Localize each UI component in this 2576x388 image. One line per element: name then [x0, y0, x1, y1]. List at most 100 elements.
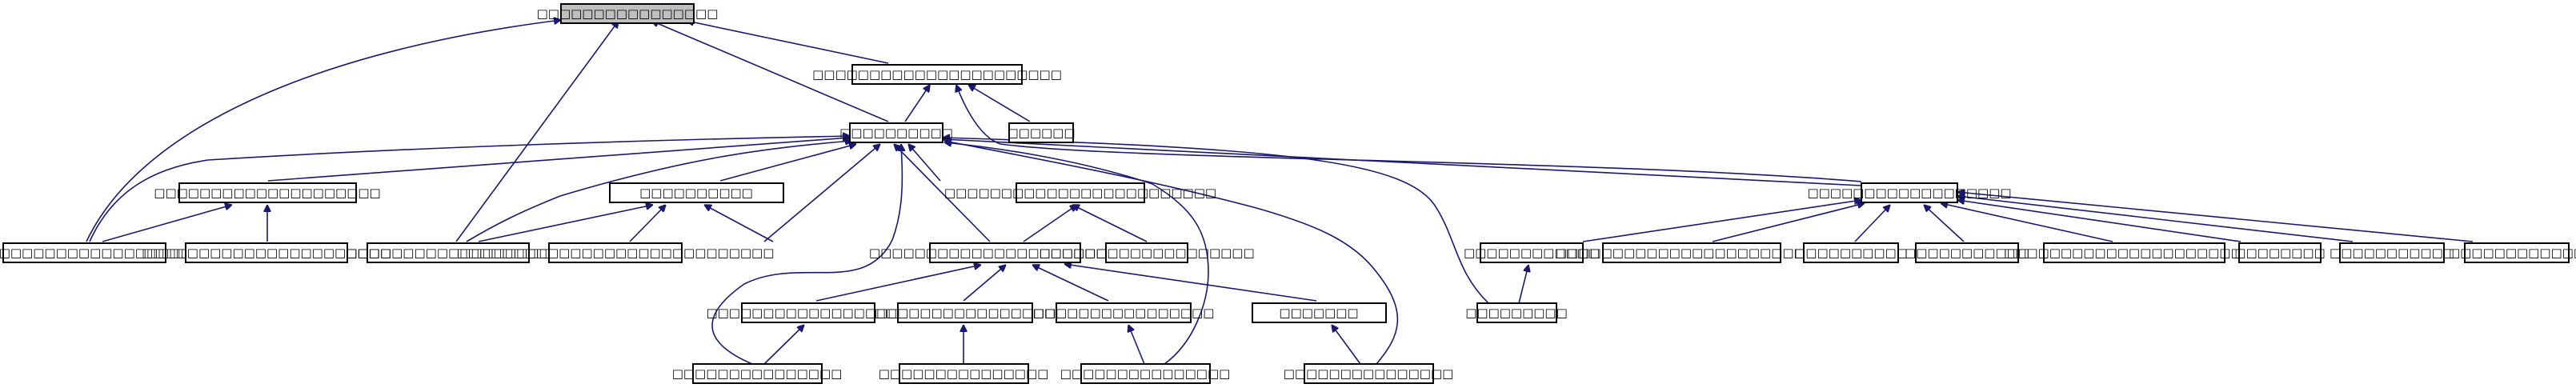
node-label: □□□□□□□□□□□□□□□□□□: [706, 306, 910, 320]
node[interactable]: □□□□□□□□□□□□□□□□□□□□□□: [812, 64, 1062, 85]
edge-n4-n2: [89, 136, 850, 242]
node[interactable]: □□□□□□□□□□□□□□□□□□□□□□□□□□□□: [457, 242, 775, 263]
edge-n11-n2: [943, 139, 1862, 186]
node[interactable]: □□□□□□□□□□□□□□□□□□□□□□: [142, 242, 391, 263]
node[interactable]: □□□□□□□□□□□□□□□□□□□□□□□□: [312, 242, 584, 263]
edge-n28-n24: [763, 325, 804, 365]
node[interactable]: □□□□□□□□□□□: [2330, 242, 2454, 263]
node-label: □□□□□□□□□□□□□□□: [1060, 366, 1231, 381]
nodes-layer: □□□□□□□□□□□□□□□□ □□□□□□□□□□□□□□□□□□□□□□ …: [0, 3, 2576, 384]
edge-n13-n9: [1072, 205, 1148, 242]
edge-n14-n2: [943, 138, 1489, 304]
node-label: □□□□□□□□□□□□□□□□: [537, 6, 719, 21]
edge-n14-n15: [1518, 265, 1528, 304]
edge-n9-n7: [704, 205, 774, 242]
node[interactable]: □□□□□□□□□□□□□□□: [1060, 363, 1231, 384]
node[interactable]: □□□□□□□□□□□□□□□: [879, 363, 1049, 384]
edge-n20-n11: [1957, 200, 2241, 242]
node-label: □□□□□□□□□□□□□□□□: [875, 306, 1056, 320]
node-root[interactable]: □□□□□□□□□□□□□□□□: [537, 3, 719, 24]
edge-n31-n27: [1332, 325, 1361, 365]
node[interactable]: □□□□□□: [1007, 122, 1076, 143]
node-label: □□□□□□□□□□□□: [2449, 246, 2576, 260]
edge-n30-n2: [944, 142, 1209, 365]
node-label: □□□□□□□□□□□□□□□: [879, 366, 1049, 381]
node[interactable]: □□□□□□□□□□□□□□□□: [1033, 302, 1215, 323]
node[interactable]: □□□□□□□□□□□□□□□: [1284, 363, 1454, 384]
node[interactable]: □□□□□□□□□□□□□□□□□□□□□□□: [2004, 242, 2265, 263]
edges-layer: [86, 20, 2474, 365]
node-label: □□□□□□□□□□□□□□□□□□□□□□□□: [869, 246, 1141, 260]
node-label: □□□□□□□□□□□□□□□□□□□□□□□□: [1556, 246, 1828, 260]
edge-n6-n0: [455, 21, 619, 242]
edge-n25-n10: [963, 265, 1006, 302]
node[interactable]: □□□□□□□□□□□□: [2449, 242, 2576, 263]
edge-n10-n9: [1023, 205, 1077, 242]
node-label: □□□□□□□□□□□□□□□□□□□□□□□□□□□□: [457, 246, 775, 260]
node-label: □□□□□□□□: [2234, 246, 2325, 260]
edge-n8-n7: [629, 205, 666, 242]
node-label: □□□□□□□□□□□□: [1464, 246, 1600, 260]
edge-n9-n2: [908, 144, 941, 182]
edge-n17-n11: [1854, 205, 1890, 242]
node-label: □□□□□□□□□□□□□□□: [672, 366, 843, 381]
node[interactable]: □□□□□□□□□: [1465, 302, 1568, 323]
node-label: □□□□□□□□□□: [639, 186, 753, 200]
edge-n4-n5: [102, 205, 232, 242]
edge-n21-n11: [1957, 196, 2354, 242]
node-label: □□□□□□□□□□: [839, 126, 953, 140]
edge-n27-n10: [1064, 264, 1317, 302]
node-label: □□□□□□: [1007, 126, 1075, 140]
edge-n15-n11: [1582, 200, 1861, 242]
node[interactable]: □□□□□□□□□□□□□□□□: [875, 302, 1056, 323]
edge-n22-n11: [1957, 192, 2474, 242]
edge-n8-n2: [763, 144, 880, 242]
node-label: □□□□□□□: [1279, 306, 1358, 320]
edge-n6-n2: [466, 141, 852, 242]
node-label: □□□□□□□□□□□□□□□: [1284, 366, 1454, 381]
node-label: □□□□□□□□□□□□□□□□□□□□: [154, 186, 380, 200]
node[interactable]: □□□□□□□□□□□□□□□□□□□: [1039, 242, 1255, 263]
node[interactable]: □□□□□□□□□□□□: [1464, 242, 1600, 263]
node-label: □□□□□□□□□□: [1794, 246, 1908, 260]
edge-n18-n11: [1924, 205, 1965, 242]
edge-n16-n11: [1712, 203, 1865, 242]
edge-n19-n11: [1941, 203, 2113, 242]
node[interactable]: □□□□□□□□□□□□□□□□□□□□□□□□□: [0, 242, 226, 263]
edge-n31-n2: [944, 141, 1399, 365]
edge-n3-n1: [968, 85, 1031, 122]
node[interactable]: □□□□□□□□□□: [839, 122, 953, 143]
node-label: □□□□□□□□□□□□□□□□□□□□□□: [812, 67, 1062, 82]
node-label: □□□□□□□□□□□□□□□□: [1033, 306, 1215, 320]
node[interactable]: □□□□□□□□□□□□□□□□□□: [706, 302, 911, 323]
node-label: □□□□□□□□□□□□□□□□□□□□□□□: [2004, 246, 2265, 260]
edge-n7-n2: [719, 144, 856, 182]
node-label: □□□□□□□□□□□□□□□□□□□□□□□□□: [0, 246, 226, 260]
node[interactable]: □□□□□□□□□□□□□□□□□□□□: [154, 182, 381, 203]
node[interactable]: □□□□□□□□□□□□□□□□□□: [1807, 182, 2012, 203]
node[interactable]: □□□□□□□□: [2234, 242, 2326, 263]
edge-n2-n0: [651, 21, 889, 122]
node[interactable]: □□□□□□□□□□□□□□□□□□□□□□□□: [1556, 242, 1828, 263]
node-label: □□□□□□□□□□□□□□□□□□: [1807, 186, 2011, 200]
edge-n5-n2: [267, 138, 850, 182]
node[interactable]: □□□□□□□□□□□□□□□: [672, 363, 843, 384]
node-label: □□□□□□□□□□□□□□□□□□□: [1039, 246, 1254, 260]
edge-n26-n10: [1032, 265, 1109, 302]
edge-n11-n1: [956, 85, 1862, 182]
node[interactable]: □□□□□□□□□□□: [1905, 242, 2029, 263]
edge-n2-n1: [904, 85, 930, 122]
edge-n24-n10: [815, 265, 981, 302]
node[interactable]: □□□□□□□□□□: [1794, 242, 1908, 263]
node-label: □□□□□□□□□□□□□□□□□□□□□□: [142, 246, 391, 260]
node[interactable]: □□□□□□□: [1252, 302, 1387, 323]
node-label: □□□□□□□□□□□□□□□□□□□□□□□□: [312, 246, 584, 260]
edge-n28-n2: [711, 144, 902, 365]
node[interactable]: □□□□□□□□□□: [609, 182, 784, 203]
node-label: □□□□□□□□□□□: [1905, 246, 2029, 260]
node-label: □□□□□□□□□□□□□□□□□□□□□□□□: [944, 186, 1216, 200]
edge-n1-n0: [687, 21, 889, 64]
node[interactable]: □□□□□□□□□□□□□□□□□□□□□□□□: [869, 242, 1141, 263]
node[interactable]: □□□□□□□□□□□□□□□□□□□□□□□□: [944, 182, 1216, 203]
